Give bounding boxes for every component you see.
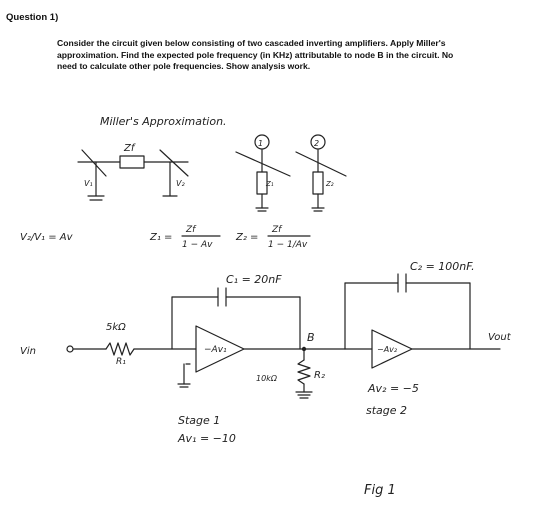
- r1-name: R₁: [116, 357, 126, 367]
- gain-equation: V₂/V₁ = Av: [20, 232, 74, 243]
- miller-equations: V₂/V₁ = Av Z₁ = Zf 1 − Av Z₂ = Zf 1 − 1/…: [20, 225, 311, 250]
- z1-equation-num: Zf: [185, 225, 197, 235]
- miller-sketch-original: Zf V₁ V₂: [77, 143, 189, 201]
- figure-label: Fig 1: [364, 483, 396, 498]
- z2-equation-den: 1 − 1/Av: [268, 240, 308, 250]
- stage2-label: stage 2: [366, 404, 407, 417]
- question-title: Question 1): [6, 12, 59, 23]
- stage1-label: Stage 1: [178, 414, 220, 427]
- v1-label: V₁: [84, 179, 93, 188]
- miller-sketch-equivalent: 1 Z₁ 2 Z₂: [235, 134, 347, 212]
- question-text: Consider the circuit given below consist…: [57, 38, 454, 72]
- z1-equation-lhs: Z₁ =: [149, 232, 172, 243]
- z2-equation-lhs: Z₂ =: [235, 232, 258, 243]
- z1-equation-den: 1 − Av: [182, 240, 213, 250]
- z2-label: Z₂: [325, 180, 334, 188]
- z1-label: Z₁: [265, 180, 274, 188]
- r2-resistor: [297, 359, 311, 385]
- r1-value: 5kΩ: [106, 322, 126, 333]
- amp1-label: −Av₁: [204, 345, 227, 355]
- r2-name: R₂: [314, 370, 325, 381]
- vin-label: Vin: [20, 346, 36, 357]
- node1-label: 1: [258, 139, 263, 148]
- node2-label: 2: [314, 139, 319, 148]
- r1-resistor: [105, 342, 135, 356]
- zf-label: Zf: [123, 143, 136, 154]
- vout-label: Vout: [488, 332, 512, 343]
- z2-equation-num: Zf: [271, 225, 283, 235]
- amp2-triangle: [371, 329, 413, 369]
- c2-label: C₂ = 100nF.: [410, 260, 475, 273]
- amp2-label: −Av₂: [377, 345, 398, 354]
- r2-value: 10kΩ: [256, 374, 278, 383]
- c1-label: C₁ = 20nF: [226, 273, 282, 286]
- av1-label: Av₁ = −10: [177, 432, 236, 445]
- amp1-triangle: [195, 325, 245, 373]
- notes-heading: Miller's Approximation.: [100, 115, 227, 128]
- circuit-fig1: Vin 5kΩ R₁ C₁ = 20nF −Av₁ B: [20, 260, 512, 498]
- v2-label: V₂: [176, 179, 185, 188]
- node-b-label: B: [307, 331, 315, 344]
- av2-label: Av₂ = −5: [367, 382, 419, 395]
